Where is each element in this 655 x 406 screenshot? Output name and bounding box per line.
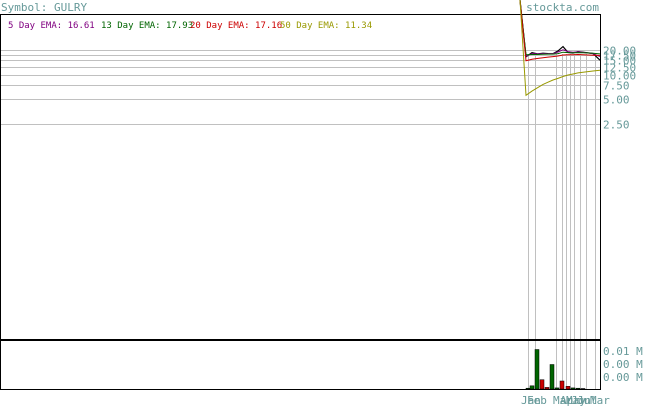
volume-axis-ticks: 0.01 M0.00 M0.00 M <box>603 345 643 384</box>
series-ema13 <box>519 0 601 56</box>
price-series <box>519 0 601 97</box>
price-tick-label: 12.50 <box>603 62 636 75</box>
legend-ema50: 50 Day EMA: 11.34 <box>280 21 372 31</box>
volume-bar <box>529 385 535 390</box>
volume-bar <box>525 387 531 390</box>
volume-panel-frame <box>0 340 601 390</box>
volume-bar <box>565 386 571 390</box>
grid-lines <box>1 50 600 389</box>
volume-bar <box>544 387 550 390</box>
price-tick-label: 15.00 <box>603 55 636 68</box>
date-tick-label: Apr <box>560 394 580 406</box>
volume-bar <box>539 379 545 390</box>
volume-bars <box>525 349 586 390</box>
volume-tick-label: 0.00 M <box>603 358 643 371</box>
date-tick-label: Jan <box>521 394 541 406</box>
volume-tick-label: 0.01 M <box>603 345 643 358</box>
price-tick-label: 10.00 <box>603 70 636 83</box>
date-tick-label: May <box>566 394 586 406</box>
date-tick-label: Mar <box>590 394 610 406</box>
legend-ema20: 20 Day EMA: 17.16 <box>190 21 282 31</box>
date-tick-label: Feb <box>527 394 547 406</box>
date-tick-label: Mar <box>553 394 573 406</box>
date-tick-label: Jul <box>577 394 597 406</box>
date-tick-label: Jun <box>571 394 591 406</box>
legend-ema5: 5 Day EMA: 16.61 <box>8 21 95 31</box>
volume-tick-label: 0.00 M <box>603 371 643 384</box>
price-panel-frame <box>0 14 601 340</box>
price-tick-label: 5.00 <box>603 94 630 107</box>
price-tick-label: 2.50 <box>603 119 630 132</box>
price-tick-label: 7.50 <box>603 80 630 93</box>
price-tick-label: 17.50 <box>603 50 636 63</box>
series-ema20 <box>519 0 601 62</box>
volume-bar <box>534 349 540 390</box>
volume-bar <box>570 387 576 390</box>
symbol-label: Symbol: GULRY <box>1 1 87 14</box>
legend: 5 Day EMA: 16.61 13 Day EMA: 17.93 20 Da… <box>8 21 372 31</box>
volume-bar <box>559 380 565 390</box>
volume-bar <box>575 387 581 390</box>
price-tick-label: 20.00 <box>603 45 636 58</box>
volume-bar <box>554 387 560 390</box>
legend-ema13: 13 Day EMA: 17.93 <box>101 21 193 31</box>
volume-bar <box>580 388 586 390</box>
volume-bar <box>549 364 555 390</box>
watermark: stockta.com <box>526 1 599 14</box>
series-ema50 <box>519 0 601 97</box>
